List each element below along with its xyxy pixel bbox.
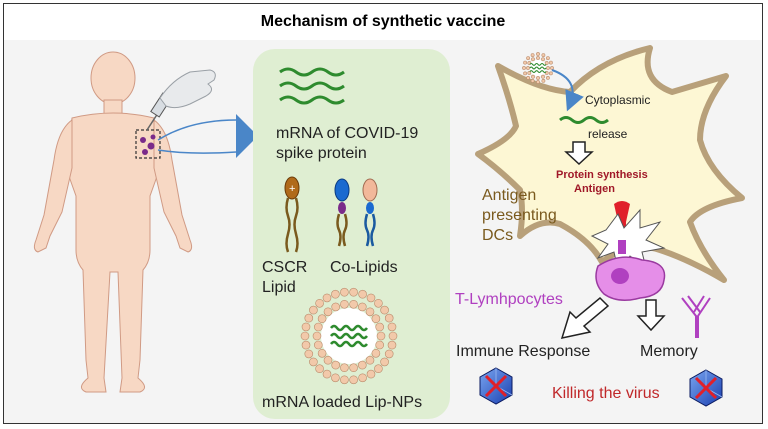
- mrna-label-line2: spike protein: [276, 145, 367, 162]
- apc-label-line1: Antigen: [482, 187, 536, 204]
- synapse-burst-icon: [590, 208, 666, 272]
- synthesis-arrow-icon: [564, 141, 594, 166]
- uptake-arrow: [551, 69, 584, 112]
- colipids-label: Co-Lipids: [330, 259, 398, 276]
- co-lipid-blue-icon: [334, 178, 350, 247]
- big-arrow-icon: [236, 114, 258, 158]
- killing-virus-label: Killing the virus: [552, 385, 660, 402]
- dendritic-cell: [475, 45, 745, 283]
- cscr-label-line2: Lipid: [262, 279, 296, 296]
- lipnp-label: mRNA loaded Lip-NPs: [262, 394, 422, 411]
- memory-arrow-icon: [636, 299, 666, 332]
- antibody-icon: [681, 295, 711, 338]
- cytoplasmic-label: Cytoplasmic: [585, 93, 650, 107]
- cscr-lipid-icon: +: [284, 176, 300, 253]
- tlymph-label: T-Lymhpocytes: [455, 291, 563, 308]
- co-lipid-peach-icon: [362, 178, 378, 247]
- t-lymphocyte-cell: [595, 256, 666, 301]
- lipid-nanoparticle-icon: [300, 287, 398, 385]
- injection-site-box: [135, 129, 161, 159]
- apc-label-line2: presenting: [482, 207, 557, 224]
- cscr-label-line1: CSCR: [262, 259, 307, 276]
- release-label: release: [588, 127, 628, 141]
- apc-label-line3: DCs: [482, 227, 513, 244]
- small-nanoparticle-icon: [522, 52, 554, 84]
- human-figure: [33, 51, 258, 393]
- released-mrna: [559, 116, 609, 124]
- title-bar: Mechanism of synthetic vaccine: [4, 4, 762, 40]
- protein-synthesis-label: Protein synthesis: [556, 169, 648, 181]
- virus-left-icon: [479, 367, 513, 405]
- antigen-label: Antigen: [574, 183, 615, 195]
- tcr-receptor-icon: [618, 240, 626, 254]
- svg-text:+: +: [289, 183, 295, 195]
- immune-response-label: Immune Response: [456, 343, 590, 360]
- gloved-hand-icon: [159, 69, 216, 109]
- mrna-strands: [279, 67, 345, 105]
- immune-arrow-icon: [560, 296, 610, 340]
- figure-title: Mechanism of synthetic vaccine: [260, 13, 506, 30]
- virus-right-icon: [689, 369, 723, 407]
- memory-label: Memory: [640, 343, 698, 360]
- mrna-label-line1: mRNA of COVID-19: [276, 125, 418, 142]
